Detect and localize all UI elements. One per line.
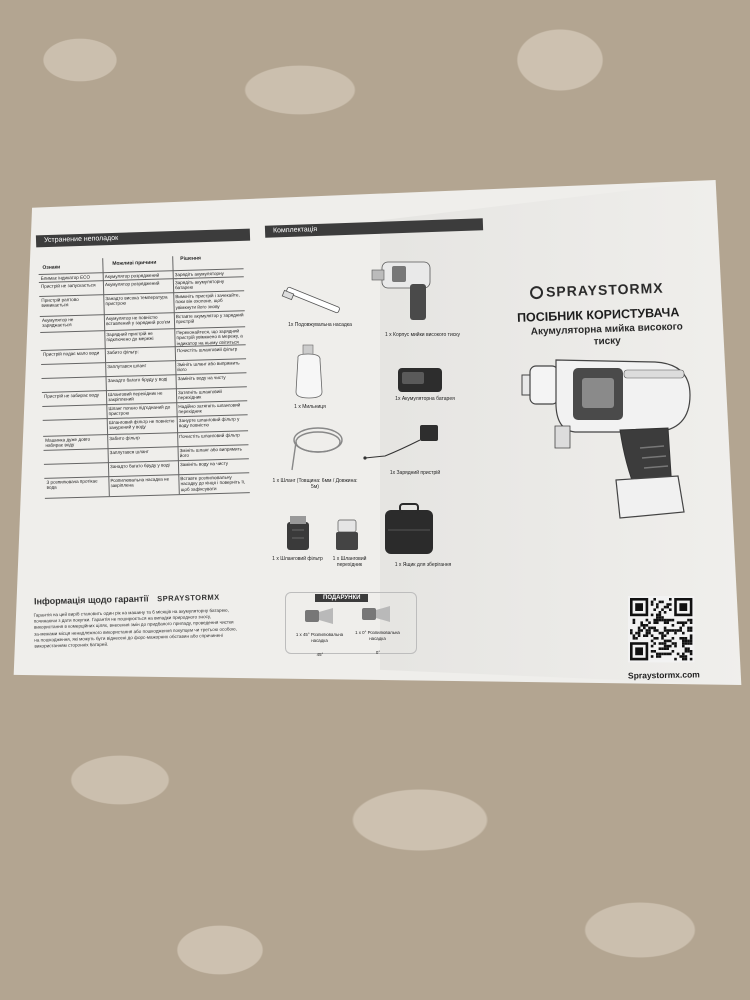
item-hose: 1 х Шланг (Товщина: 6мм / Довжина: 5м) [272,478,358,490]
col-header-fix: Рішення [180,255,201,263]
gift-mark-45: 45° [316,652,324,657]
item-storage-case: 1 х Ящик для зберігання [394,562,452,568]
gift-item-0: 1 х 0° Розпилювальна насадка [355,630,400,641]
col-header-cause: Можливі причини [112,259,157,267]
gifts-title: ПОДАРУНКИ [315,594,369,602]
paper-fold-shade [380,180,742,685]
item-washer-body: 1 х Корпус мийки високого тиску [385,332,460,338]
item-battery: 1х Акумуляторна батарея [395,396,455,402]
troubleshooting-table: Ознаки Можливі причини Рішення Блимає ін… [38,246,252,587]
brand-logo-icon [529,285,544,300]
item-hose-adapter: 1 х Шланговий перехідник [332,556,367,568]
item-soap-bottle: 1 х Мильниця [294,404,326,410]
item-hose-filter: 1 х Шланговий фільтр [272,556,323,562]
gift-mark-0: 0° [375,650,381,655]
item-extension-nozzle: 1x Подовжувальна насадка [288,322,352,328]
gifts-box [285,592,417,654]
item-charger: 1х Зарядний пристрій [389,470,441,476]
gift-item-45: 1 х 45° Розпилювальна насадка [295,632,344,643]
warranty-text: Гарантія на цей виріб становить один рік… [33,607,237,649]
warranty-brand: SPRAYSTORMX [157,592,220,604]
col-header-symptom: Ознаки [42,264,61,271]
cover-website: Spraystormx.com [627,669,700,681]
